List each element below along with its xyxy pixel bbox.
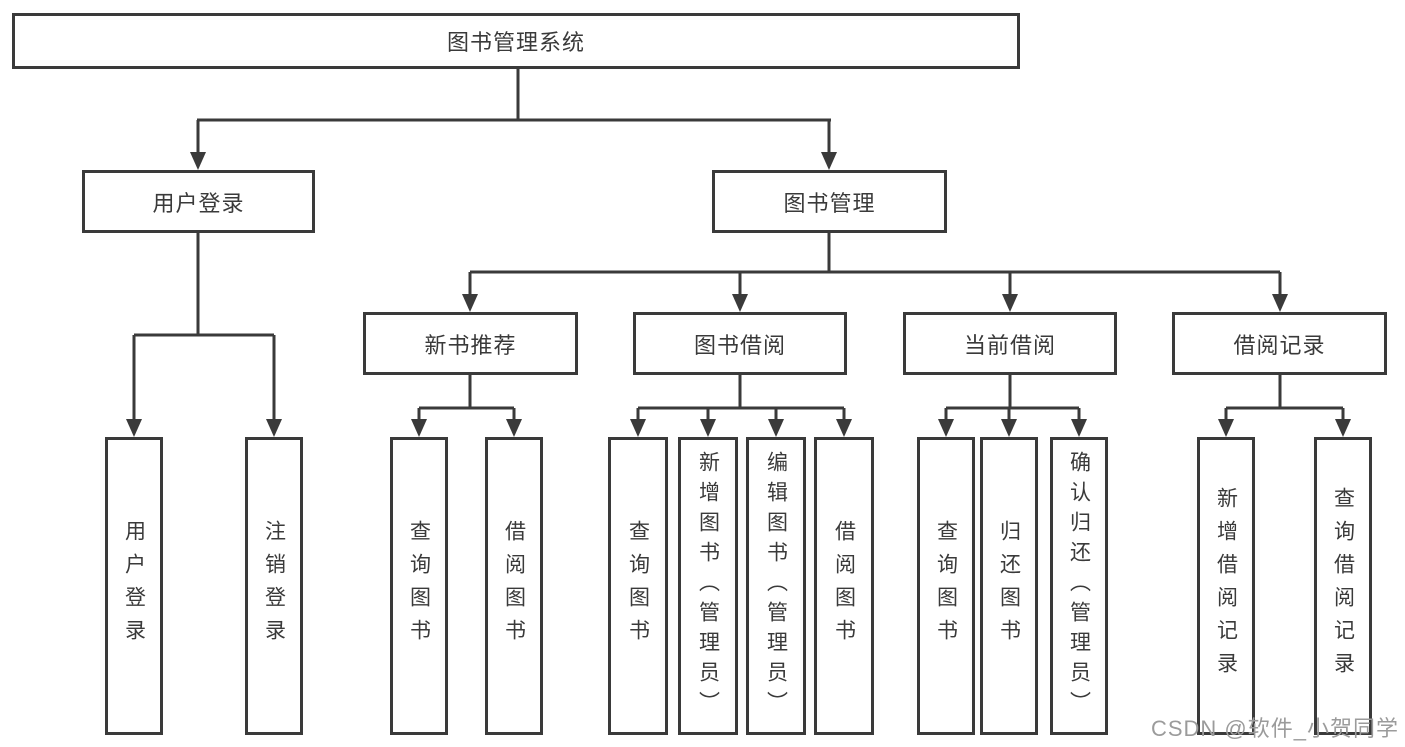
leaf-query-books-3-label: 查询图书	[934, 520, 958, 652]
leaf-borrow-books-2-label: 借阅图书	[832, 520, 856, 652]
csdn-watermark: CSDN @软件_小贺同学	[1150, 716, 1399, 741]
leaf-query-books-3: 查询图书	[917, 437, 975, 735]
leaf-add-books-admin: 新增图书（管理员）	[678, 437, 738, 735]
root-node-label: 图书管理系统	[446, 30, 585, 55]
leaf-return-books-label: 归还图书	[997, 520, 1021, 652]
leaf-user-login-label: 用户登录	[122, 520, 146, 652]
node-current-borrowing-label: 当前借阅	[963, 332, 1056, 358]
leaf-borrow-books-1-label: 借阅图书	[502, 520, 526, 652]
leaf-confirm-return-admin: 确认归还（管理员）	[1050, 437, 1108, 735]
root-node-library-system: 图书管理系统	[12, 13, 1020, 69]
node-new-book-recommend: 新书推荐	[363, 312, 578, 375]
leaf-query-books-2: 查询图书	[608, 437, 668, 735]
leaf-add-borrow-record-label: 新增借阅记录	[1214, 487, 1238, 685]
leaf-borrow-books-1: 借阅图书	[485, 437, 543, 735]
leaf-query-books-1-label: 查询图书	[407, 520, 431, 652]
leaf-query-books-2-label: 查询图书	[626, 520, 650, 652]
leaf-query-borrow-record: 查询借阅记录	[1314, 437, 1372, 735]
leaf-edit-books-admin-label: 编辑图书（管理员）	[764, 451, 788, 721]
node-new-book-recommend-label: 新书推荐	[424, 332, 517, 358]
node-borrowing-records-label: 借阅记录	[1233, 332, 1326, 358]
node-user-login-label: 用户登录	[152, 190, 245, 216]
node-book-management-label: 图书管理	[783, 190, 876, 216]
node-current-borrowing: 当前借阅	[903, 312, 1117, 375]
leaf-edit-books-admin: 编辑图书（管理员）	[746, 437, 806, 735]
leaf-add-books-admin-label: 新增图书（管理员）	[696, 451, 720, 721]
node-book-borrowing-label: 图书借阅	[693, 332, 786, 358]
leaf-borrow-books-2: 借阅图书	[814, 437, 874, 735]
node-borrowing-records: 借阅记录	[1172, 312, 1387, 375]
leaf-user-login: 用户登录	[105, 437, 163, 735]
leaf-confirm-return-admin-label: 确认归还（管理员）	[1067, 451, 1091, 721]
leaf-return-books: 归还图书	[980, 437, 1038, 735]
leaf-logout: 注销登录	[245, 437, 303, 735]
node-user-login: 用户登录	[82, 170, 315, 233]
leaf-query-borrow-record-label: 查询借阅记录	[1331, 487, 1355, 685]
leaf-add-borrow-record: 新增借阅记录	[1197, 437, 1255, 735]
leaf-logout-label: 注销登录	[262, 520, 286, 652]
node-book-management: 图书管理	[712, 170, 947, 233]
leaf-query-books-1: 查询图书	[390, 437, 448, 735]
node-book-borrowing: 图书借阅	[633, 312, 847, 375]
